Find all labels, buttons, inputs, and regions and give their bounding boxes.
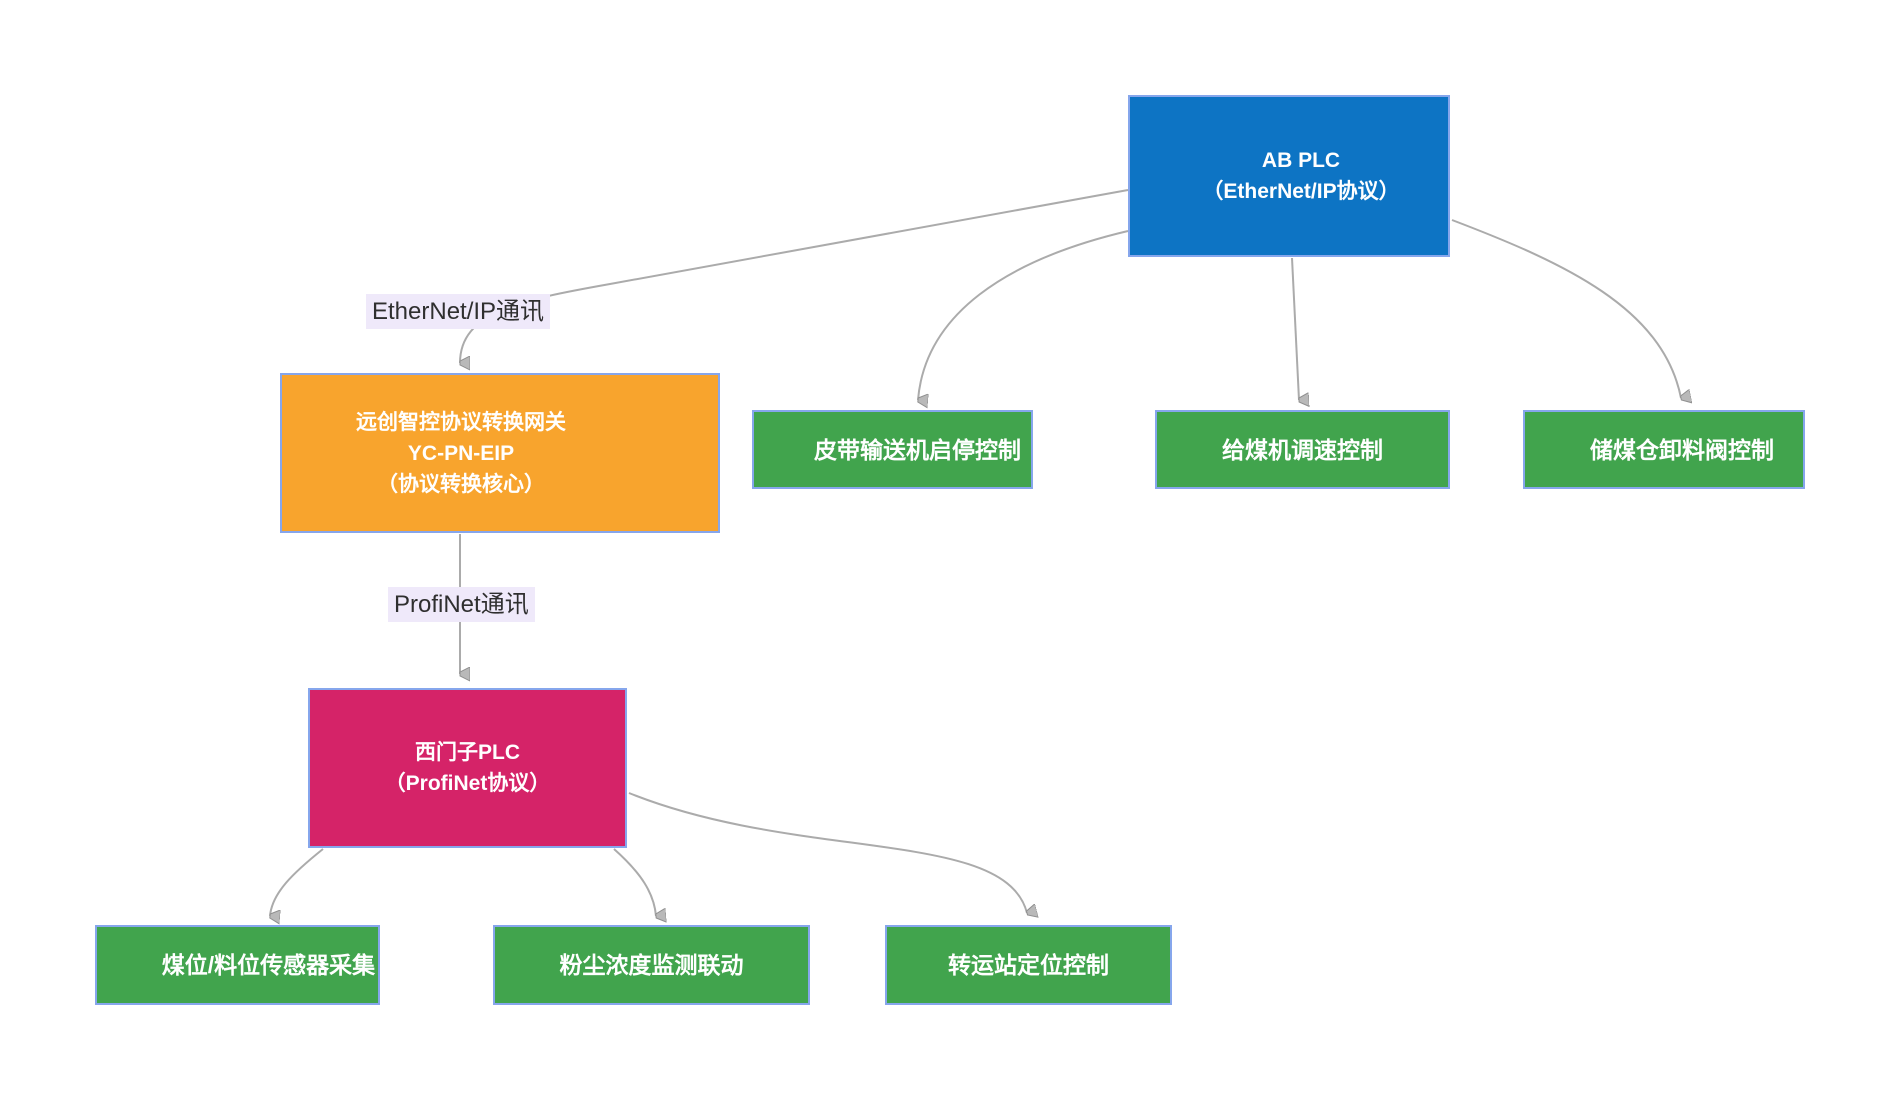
node-gateway-title: 远创智控协议转换网关 — [356, 410, 566, 434]
edge-abplc-to-gateway — [459, 189, 1129, 363]
edge-label-ethernet-ip: EtherNet/IP通讯 — [366, 294, 551, 329]
node-belt-conveyor-label: 皮带输送机启停控制 — [814, 436, 1021, 463]
node-ab-plc-protocol: （EtherNet/IP协议） — [1202, 180, 1400, 203]
node-siemens-title: 西门子PLC — [415, 741, 520, 764]
edge-abplc-to-belt — [917, 230, 1129, 400]
node-coal-silo-valve-control: 储煤仓卸料阀控制 — [1523, 410, 1805, 489]
node-coal-silo-label: 储煤仓卸料阀控制 — [1590, 436, 1774, 463]
node-gateway-model: YC-PN-EIP — [407, 441, 515, 465]
node-ab-plc: AB PLC （EtherNet/IP协议） — [1128, 95, 1450, 257]
node-transfer-label: 转运站定位控制 — [948, 952, 1109, 978]
node-ab-plc-title: AB PLC — [1261, 149, 1341, 172]
node-transfer-station-control: 转运站定位控制 — [885, 925, 1172, 1005]
node-belt-conveyor-control: 皮带输送机启停控制 — [752, 410, 1033, 489]
edge-abplc-to-silo — [1451, 219, 1681, 398]
node-gateway-role: （协议转换核心） — [377, 472, 545, 496]
node-dust-label: 粉尘浓度监测联动 — [559, 952, 744, 978]
edge-siemens-to-transfer — [628, 792, 1027, 913]
edge-siemens-to-dust — [613, 848, 656, 916]
node-coal-level-label: 煤位/料位传感器采集 — [161, 952, 376, 978]
edge-abplc-to-feeder — [1291, 257, 1299, 400]
edge-label-profinet: ProfiNet通讯 — [388, 587, 535, 622]
node-coal-feeder-label: 给煤机调速控制 — [1222, 436, 1383, 463]
node-siemens-plc: 西门子PLC （ProfiNet协议） — [308, 688, 627, 848]
node-coal-feeder-speed-control: 给煤机调速控制 — [1155, 410, 1450, 489]
node-siemens-protocol: （ProfiNet协议） — [384, 772, 551, 795]
edge-siemens-to-coal-level — [269, 848, 324, 916]
node-dust-monitoring: 粉尘浓度监测联动 — [493, 925, 810, 1005]
node-gateway-yc-pn-eip: 远创智控协议转换网关 YC-PN-EIP （协议转换核心） — [280, 373, 720, 533]
node-coal-level-sensor: 煤位/料位传感器采集 — [95, 925, 380, 1005]
